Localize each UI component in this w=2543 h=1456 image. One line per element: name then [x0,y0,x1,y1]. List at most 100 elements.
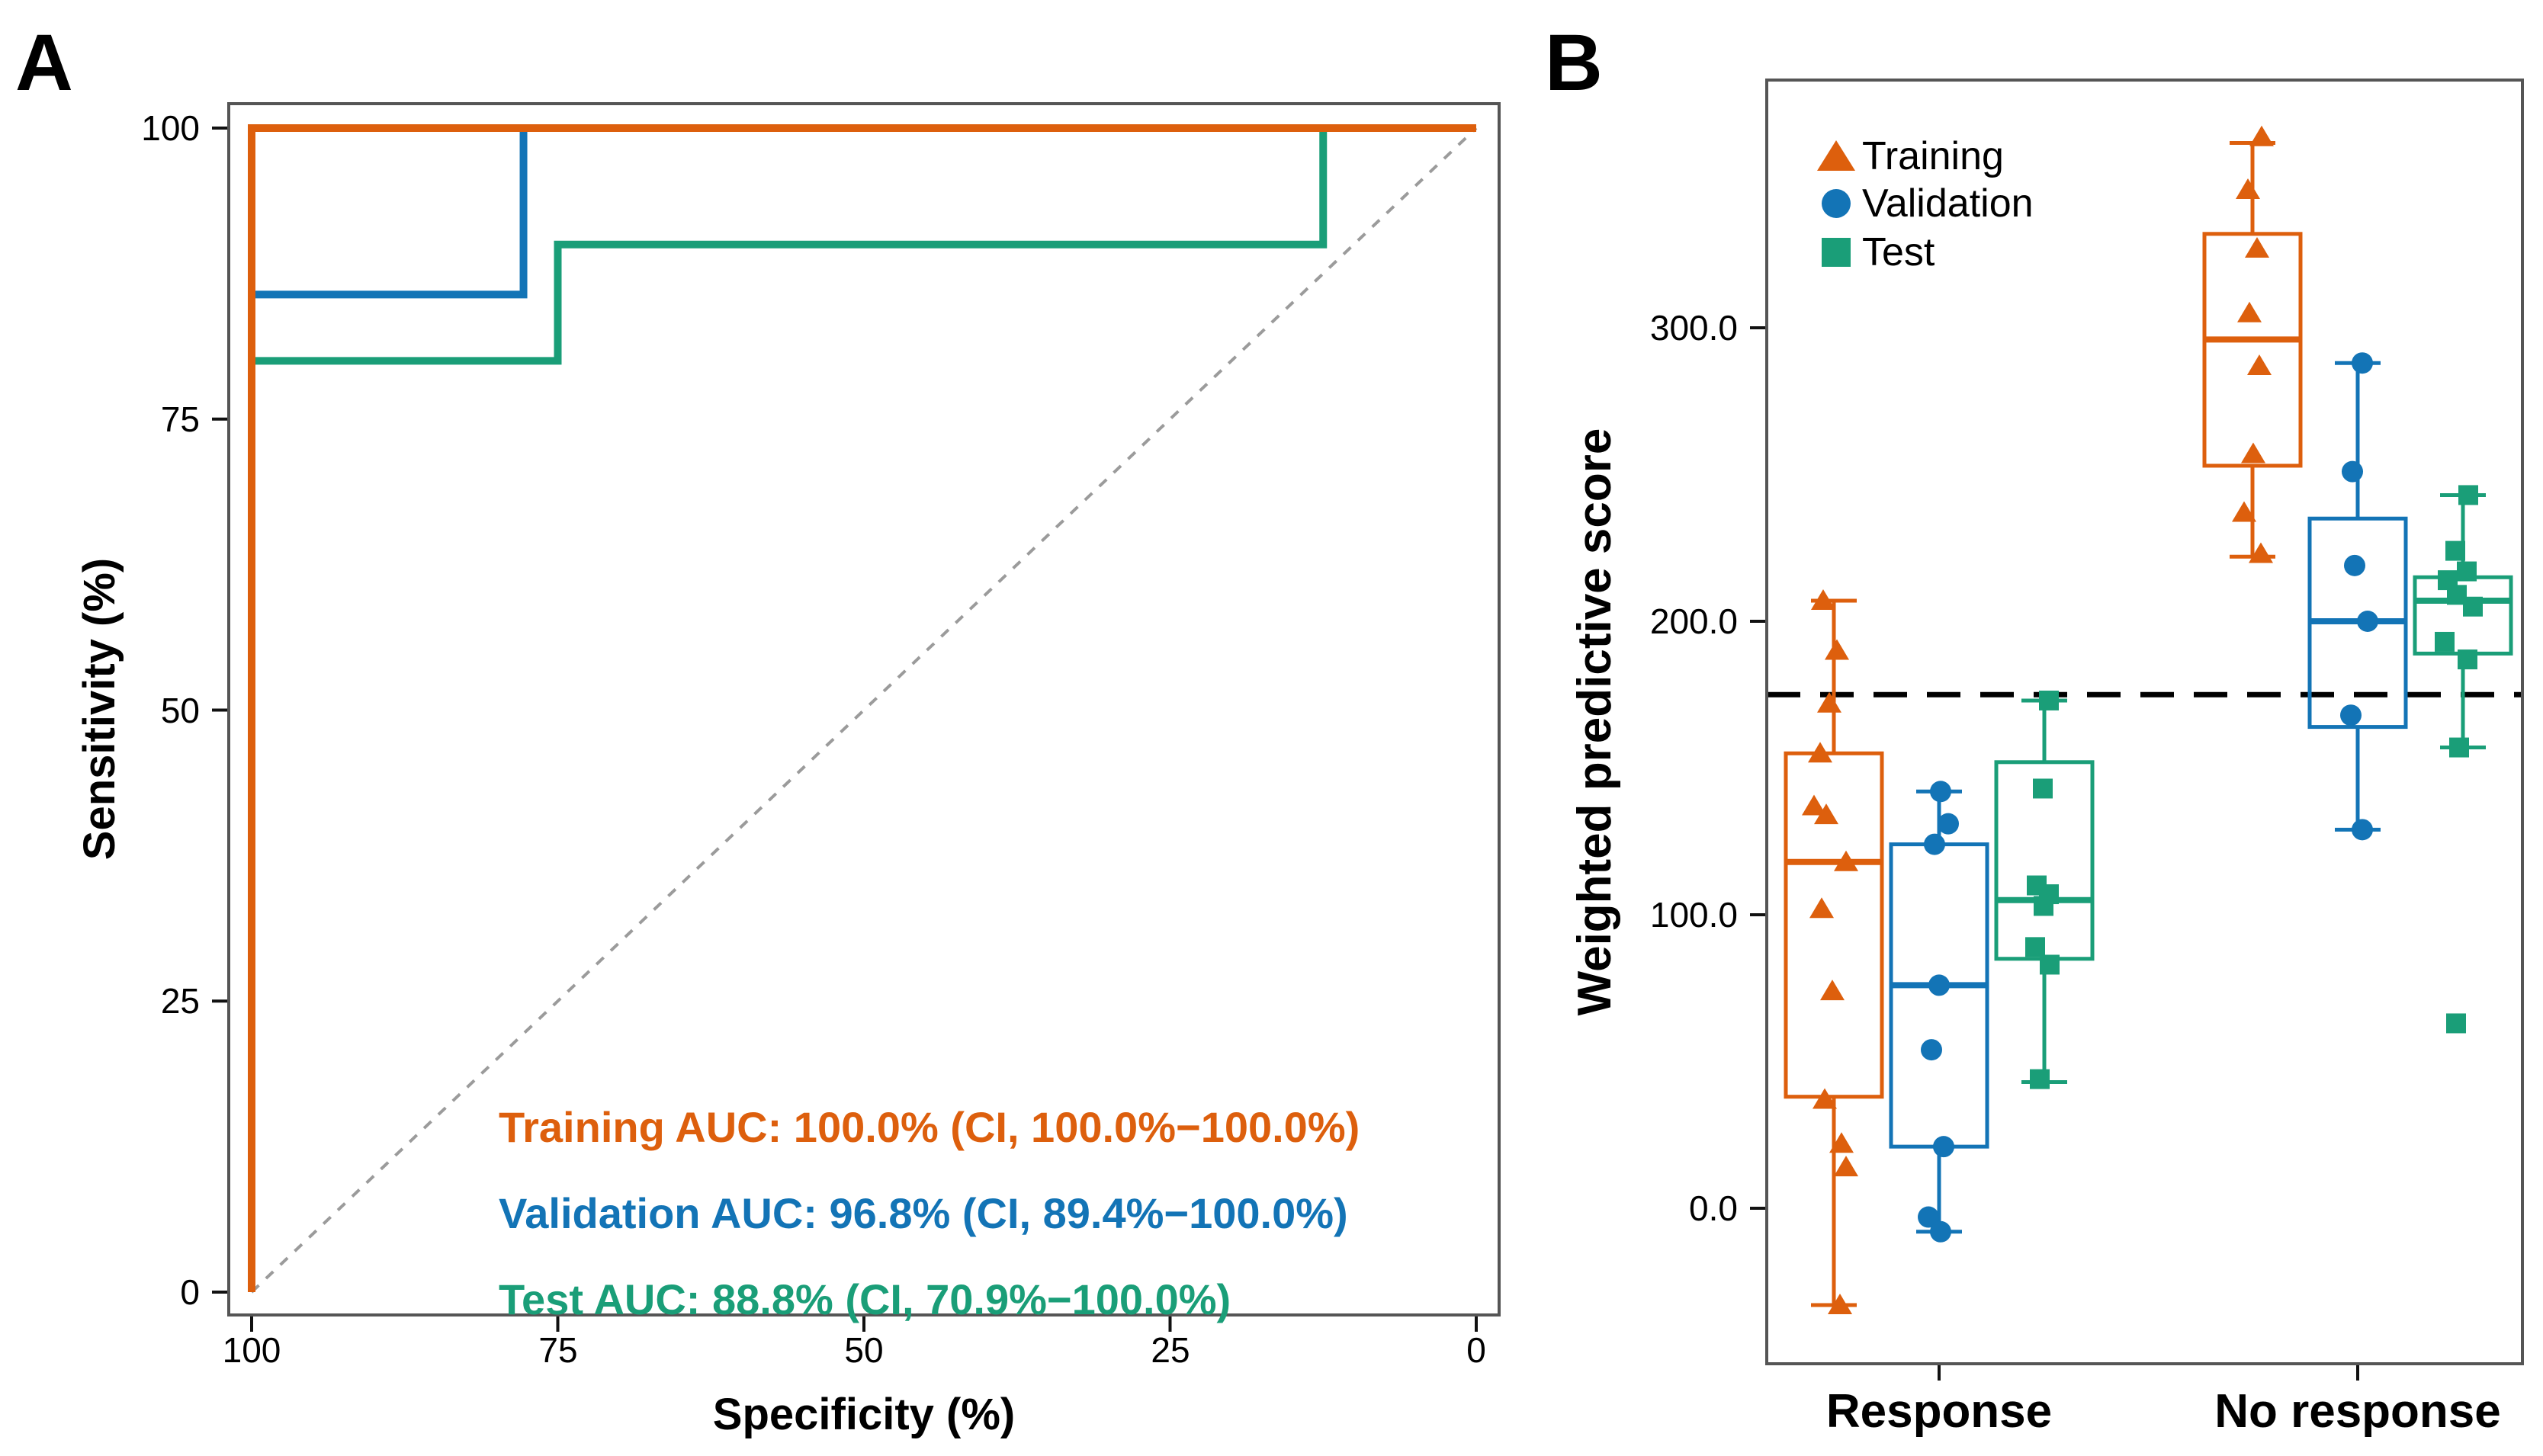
data-point-circle [2352,352,2373,374]
data-point-circle [1921,1039,1942,1061]
data-point-triangle [1802,794,1826,816]
roc-curve-training [248,124,1476,1292]
data-point-circle [1928,974,1950,996]
data-point-triangle [1813,1088,1837,1109]
roc-diagonal-reference [250,127,1478,1294]
legend-label-test: Test [1862,230,1935,274]
auc-label-training: Training AUC: 100.0% (CI, 100.0%−100.0%) [499,1103,1360,1151]
data-point-square [2446,1013,2466,1034]
data-point-square [2030,1069,2050,1089]
roc-curves [248,124,1476,1292]
data-point-triangle [1808,742,1832,763]
data-point-square [2458,649,2477,670]
diagonal-reference-line [250,127,1478,1294]
panel-b-y-axis-title: Weighted predictive score [1569,428,1621,1016]
panel-a: A 0 25 50 75 100 100 75 50 25 0 Specific… [15,18,1501,1439]
panel-b-category-response: Response [1826,1385,2052,1438]
panel-a-x-axis-title: Specificity (%) [713,1390,1015,1439]
data-point-square [2463,596,2483,617]
panel-b-ytick-0: 0.0 [1689,1188,1738,1228]
data-point-circle [1938,813,1959,835]
panel-a-ytick-100: 100 [141,108,200,148]
panel-a-xtick-25: 25 [1151,1330,1190,1370]
legend: Training Validation Test [1817,134,2034,274]
data-point-triangle [1811,589,1835,611]
data-point-circle [2344,554,2365,576]
boxplots [1784,125,2513,1315]
box-test-response [1994,690,2095,1089]
box-training-no-response [2202,125,2303,563]
data-point-triangle [1825,639,1849,660]
data-point-triangle [2241,442,2265,463]
data-point-square [2033,778,2053,799]
box-test-no-response [2413,485,2513,1034]
panel-a-ytick-50: 50 [161,691,200,730]
data-point-square [2445,540,2465,561]
panel-b-plot-border [1765,79,2524,1365]
panel-a-xtick-75: 75 [538,1330,577,1370]
panel-b-ytick-300: 300.0 [1650,308,1738,348]
panel-b-label: B [1545,18,1603,107]
auc-label-test: Test AUC: 88.8% (CI, 70.9%−100.0%) [499,1275,1231,1323]
data-point-square [2025,937,2045,957]
data-point-circle [1930,1220,1951,1243]
data-point-triangle [1829,1132,1854,1153]
panel-b-ytick-100: 100.0 [1650,895,1738,935]
data-point-triangle [1834,1156,1858,1177]
legend-label-training: Training [1862,134,2004,178]
panel-a-y-axis-title: Sensitivity (%) [75,558,124,860]
panel-b: B 300.0 200.0 100.0 0.0 Response No resp… [1545,18,2524,1438]
box-iqr [1784,751,1884,1099]
data-point-circle [1924,833,1945,855]
data-point-circle [2352,819,2373,841]
panel-a-label: A [15,18,73,107]
data-point-triangle [1814,803,1838,825]
data-point-triangle [1834,850,1858,871]
panel-a-plot-border [227,102,1501,1316]
panel-a-ytick-25: 25 [161,981,200,1021]
data-point-triangle [2249,125,2274,146]
data-point-triangle [1809,897,1834,919]
panel-a-xtick-50: 50 [844,1330,883,1370]
box-iqr [2202,232,2303,468]
data-point-circle [2342,460,2363,483]
data-point-square [2039,690,2059,710]
panel-a-xtick-100: 100 [223,1330,281,1370]
panel-a-ytick-0: 0 [180,1272,200,1312]
auc-label-validation: Validation AUC: 96.8% (CI, 89.4%−100.0%) [499,1189,1348,1237]
panel-a-xtick-0: 0 [1466,1330,1486,1370]
box-validation-no-response [2307,352,2408,841]
data-point-square [2435,631,2455,652]
legend-triangle-icon [1817,140,1855,171]
data-point-triangle [2245,237,2269,258]
panel-b-ytick-200: 200.0 [1650,601,1738,641]
data-point-circle [1930,781,1951,803]
panel-a-tick-marks [212,127,1478,1332]
panel-b-category-no-response: No response [2214,1385,2501,1438]
legend-label-validation: Validation [1862,181,2034,226]
data-point-circle [1918,1206,1939,1228]
panel-b-tick-marks [1750,326,2359,1381]
data-point-square [2457,561,2477,582]
data-point-square [2449,737,2469,758]
data-point-triangle [1817,691,1841,713]
legend-square-icon [1822,238,1851,267]
data-point-triangle [2247,354,2272,376]
data-point-triangle [2232,501,2256,522]
data-point-square [2458,485,2478,505]
data-point-square [2034,896,2053,916]
data-point-triangle [1820,980,1845,1001]
data-point-triangle [2237,301,2262,322]
panel-a-ytick-75: 75 [161,399,200,439]
data-point-triangle [2236,178,2260,200]
data-point-square [2040,954,2060,975]
data-point-circle [2357,611,2378,632]
data-point-triangle [1828,1294,1852,1315]
data-point-triangle [2249,542,2273,563]
legend-circle-icon [1822,189,1851,218]
box-validation-response [1889,781,1989,1243]
data-point-circle [1933,1136,1954,1158]
data-point-circle [2340,704,2362,726]
